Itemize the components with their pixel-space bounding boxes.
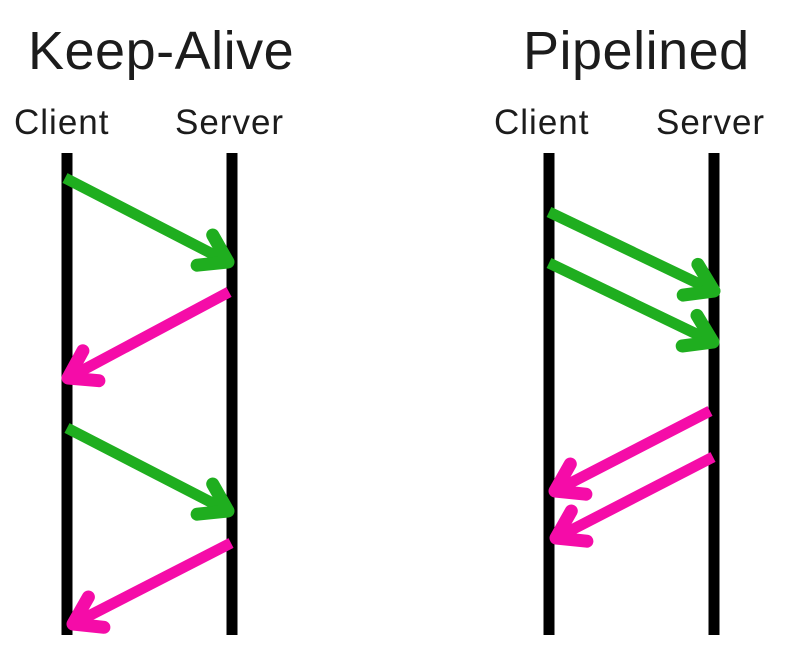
pipelined-response-arrow-3 xyxy=(548,406,713,501)
keep-alive-server-label: Server xyxy=(175,103,285,142)
keep-alive-request-arrow-3 xyxy=(64,423,235,521)
panel-title-keep-alive: Keep-Alive xyxy=(28,21,295,81)
keep-alive-client-label: Client xyxy=(14,103,110,142)
keep-alive-request-arrow-1 xyxy=(62,173,235,272)
pipelined-server-label: Server xyxy=(656,103,766,142)
keep-alive-response-arrow-2 xyxy=(61,287,232,388)
keep-alive-response-arrow-4 xyxy=(66,538,234,634)
pipelined-request-arrow-1 xyxy=(546,207,721,302)
pipelined-request-arrow-2 xyxy=(546,258,720,353)
panel-title-pipelined: Pipelined xyxy=(523,21,750,81)
pipelined-client-label: Client xyxy=(494,103,590,142)
pipelined-response-arrow-4 xyxy=(549,452,716,548)
